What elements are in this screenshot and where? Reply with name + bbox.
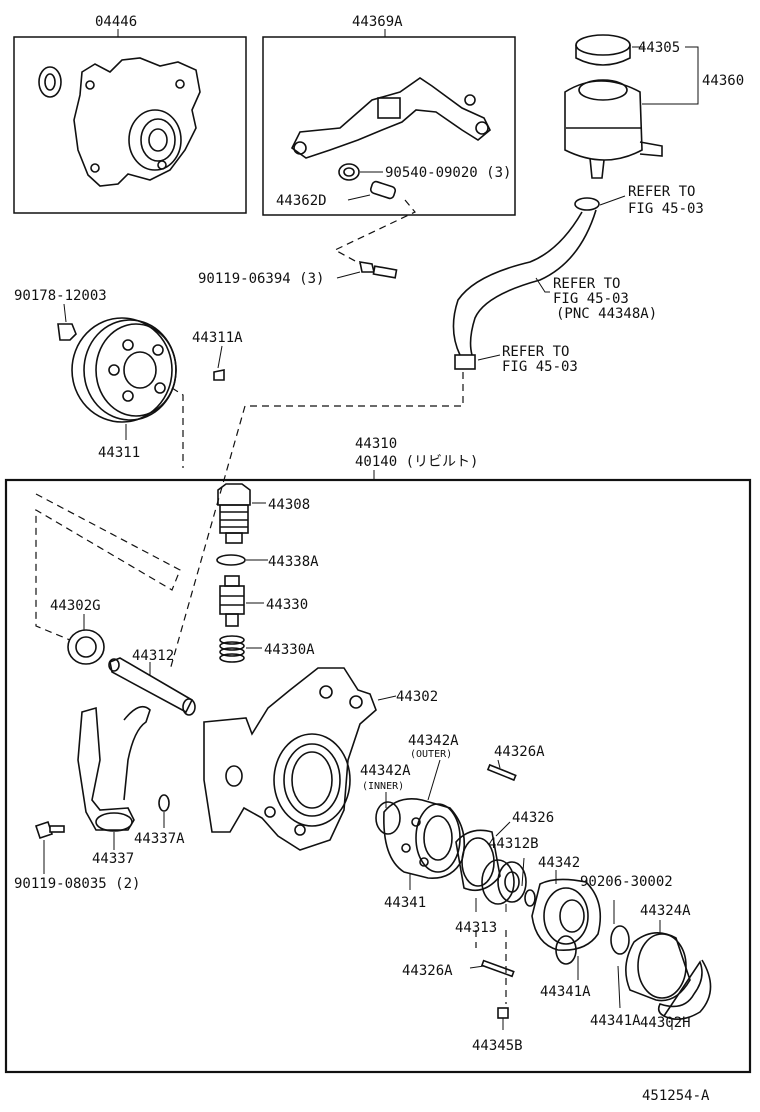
label-nut-90178: 90178-12003 xyxy=(14,288,107,304)
cover-44324a: 44324A xyxy=(625,903,691,1002)
vane-44345b: 44345B xyxy=(472,1007,523,1054)
spacer-shape xyxy=(369,180,397,200)
label-plate-inner: 44342A xyxy=(360,763,411,779)
key-shape xyxy=(213,369,225,381)
label-oring-44337a: 44337A xyxy=(134,831,185,847)
gasket-plate-shape xyxy=(73,57,201,187)
oring-90206-30002: 90206-30002 xyxy=(580,874,673,955)
label-refer-2: REFER TO xyxy=(553,276,620,292)
cap-shape xyxy=(575,34,631,56)
label-pump-rebuilt: 40140 (リビルト) xyxy=(355,454,478,470)
label-refer-2c: (PNC 44348A) xyxy=(556,306,657,322)
label-gasket-1: 44341A xyxy=(540,984,591,1000)
clamp-upper-shape xyxy=(574,197,600,211)
body-44341: 44341 xyxy=(383,798,466,911)
seal-44302g: 44302G xyxy=(50,598,105,665)
plate-44342a: 44342A (OUTER) 44342A (INNER) xyxy=(360,733,459,835)
seal-ring-shape xyxy=(38,66,62,98)
spring-44330a: 44330A xyxy=(219,635,315,663)
bolt-08035-shape xyxy=(34,820,54,840)
reservoir-body-shape xyxy=(564,80,643,161)
snap-ring-44302h: 44302H xyxy=(640,959,712,1031)
bracket-shape xyxy=(290,77,491,159)
shaft-44312: 44312 xyxy=(108,648,196,716)
label-oring-90206: 90206-30002 xyxy=(580,874,673,890)
label-gasket-2: 44341A xyxy=(590,1013,641,1029)
label-bolt-08035: 90119-08035 (2) xyxy=(14,876,140,892)
gasket-kit-box xyxy=(13,36,247,214)
pulley-group: 90178-12003 44311 44311A xyxy=(14,288,243,461)
ring-44326: 44326 xyxy=(455,810,554,892)
label-plate-44342: 44342 xyxy=(538,855,580,871)
plate-44342: 44342 xyxy=(531,855,602,951)
pulley-shape xyxy=(71,317,173,423)
label-spring: 44330A xyxy=(264,642,315,658)
label-spacer: 44362D xyxy=(276,193,327,209)
label-oring-44338a: 44338A xyxy=(268,554,319,570)
reservoir-group: 44305 44360 xyxy=(564,34,744,179)
label-plate-inner-note: (INNER) xyxy=(362,781,404,792)
hose-shape xyxy=(452,211,583,356)
label-suction-port: 44337 xyxy=(92,851,134,867)
label-ring: 44326 xyxy=(512,810,554,826)
label-valve: 44330 xyxy=(266,597,308,613)
label-housing: 44302 xyxy=(396,689,438,705)
label-refer-2b: FIG 45-03 xyxy=(553,291,629,307)
suction-port-44337: 44337 44337A 90119-08035 (2) xyxy=(14,705,185,892)
label-seal-44302g: 44302G xyxy=(50,598,101,614)
label-cap: 44305 xyxy=(638,40,680,56)
housing-44302: 44302 xyxy=(203,667,438,851)
label-rotor: 44313 xyxy=(455,920,497,936)
label-refer-3: REFER TO xyxy=(502,344,569,360)
label-shaft: 44312 xyxy=(132,648,174,664)
label-pin-bottom: 44326A xyxy=(402,963,453,979)
label-bracket-kit: 44369A xyxy=(352,14,403,30)
label-refer-1: REFER TO xyxy=(628,184,695,200)
label-snap-ring: 44302H xyxy=(640,1015,691,1031)
oring-44337a-shape xyxy=(158,794,170,812)
label-gasket-kit: 04446 xyxy=(95,14,137,30)
label-key: 44311A xyxy=(192,330,243,346)
nut-90178-shape xyxy=(57,323,77,341)
label-refer-3b: FIG 45-03 xyxy=(502,359,578,375)
label-plate-outer: 44342A xyxy=(408,733,459,749)
pump-assembly-box xyxy=(4,478,752,1074)
bracket-kit-group: 44369A 90540-09020 (3) 44362D xyxy=(262,14,516,216)
pin-top-44326a: 44326A xyxy=(486,744,545,782)
label-refer-1b: FIG 45-03 xyxy=(628,201,704,217)
label-pulley: 44311 xyxy=(98,445,140,461)
pin-bottom-44326a: 44326A xyxy=(402,959,515,979)
label-cover: 44324A xyxy=(640,903,691,919)
union-44308: 44308 xyxy=(217,483,310,544)
label-union: 44308 xyxy=(268,497,310,513)
bolt-90119-06394: 90119-06394 (3) xyxy=(198,261,398,287)
gasket-44341a-pair: 44341A 44341A xyxy=(540,935,641,1029)
figure-id: 451254-A xyxy=(642,1088,710,1104)
label-vane: 44345B xyxy=(472,1038,523,1054)
label-reservoir: 44360 xyxy=(702,73,744,89)
label-pin-top: 44326A xyxy=(494,744,545,760)
label-clip: 44312B xyxy=(488,836,539,852)
label-body: 44341 xyxy=(384,895,426,911)
hose-group: REFER TO FIG 45-03 REFER TO FIG 45-03 (P… xyxy=(452,184,704,375)
oring-44338a: 44338A xyxy=(216,554,319,570)
valve-44330: 44330 xyxy=(219,575,308,627)
rotor-44313: 44313 xyxy=(455,859,527,936)
label-pump-assy: 44310 xyxy=(355,436,397,452)
label-plate-outer-note: (OUTER) xyxy=(410,749,452,760)
label-bolt-90540: 90540-09020 (3) xyxy=(385,165,511,181)
bracket-kit-box xyxy=(262,36,516,216)
nut-shape xyxy=(338,163,360,181)
label-bolt-06394: 90119-06394 (3) xyxy=(198,271,324,287)
clamp-lower-shape xyxy=(454,354,476,370)
gasket-kit-group: 04446 xyxy=(13,14,247,214)
clip-44312b: 44312B xyxy=(488,836,539,907)
